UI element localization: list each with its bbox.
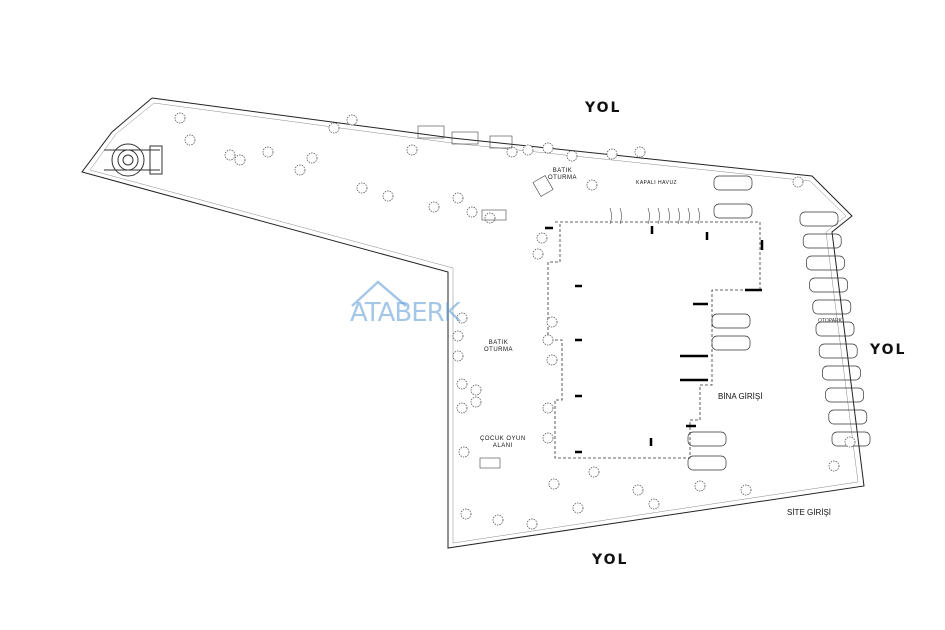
tree-symbol	[484, 212, 496, 224]
road-label-right: YOL	[870, 342, 907, 358]
car-symbol	[818, 343, 858, 359]
tree-symbol	[466, 206, 478, 218]
tree-symbol	[566, 150, 578, 162]
wall-segments	[545, 226, 764, 454]
entrance-roundabout	[104, 143, 163, 177]
house-icon	[351, 280, 407, 307]
tree-symbol	[632, 484, 644, 496]
tree-symbol	[328, 122, 340, 134]
tree-symbol	[470, 384, 482, 396]
tree-symbol	[458, 446, 470, 458]
tree-symbol	[586, 179, 598, 191]
tree-symbol	[456, 378, 468, 390]
tree-symbol	[526, 518, 538, 530]
landscape-trees	[174, 112, 856, 530]
seating-left-label: BATIK OTURMA	[484, 340, 513, 354]
site-boundary	[81, 97, 865, 549]
tree-symbol	[456, 402, 468, 414]
playground-label-line1: ÇOCUK OYUN	[480, 436, 526, 442]
car-symbol	[687, 431, 727, 447]
tree-symbol	[542, 432, 554, 444]
car-symbol	[828, 409, 868, 425]
tree-symbol	[542, 142, 554, 154]
tree-symbol	[522, 144, 534, 156]
tree-symbol	[406, 144, 418, 156]
tree-symbol	[456, 312, 468, 324]
tree-symbol	[844, 436, 856, 448]
tree-symbol	[572, 502, 584, 514]
seating-left-label-line1: BATIK	[488, 340, 509, 346]
tree-symbol	[452, 330, 464, 342]
site-entrance-label: SİTE GİRİŞİ	[787, 508, 832, 517]
building-entrance-label: BİNA GİRİŞİ	[718, 392, 763, 401]
pool-loungers	[609, 207, 700, 225]
parking-small-label: OTOPARK	[818, 318, 842, 324]
seating-top-label-line2: OTURMA	[548, 175, 577, 181]
car-symbol	[687, 455, 727, 471]
tree-symbol	[224, 149, 236, 161]
car-symbol	[812, 299, 852, 315]
tree-symbol	[492, 514, 504, 526]
tree-symbol	[356, 182, 368, 194]
car-symbol	[809, 277, 848, 293]
tree-symbol	[506, 146, 518, 158]
car-symbol	[802, 233, 842, 249]
tree-symbol	[542, 334, 554, 346]
tree-symbol	[634, 146, 646, 158]
tree-symbol	[792, 176, 804, 188]
watermark-text: ATABERK	[350, 298, 461, 328]
seating-top-label-line1: BATIK	[552, 168, 573, 174]
building-footprint	[547, 221, 761, 459]
tree-symbol	[588, 466, 600, 478]
tree-symbol	[346, 114, 358, 126]
car-symbol	[713, 203, 753, 219]
tree-symbol	[382, 190, 394, 202]
car-symbol	[711, 335, 751, 351]
tree-symbol	[174, 112, 186, 124]
car-symbol	[806, 255, 845, 271]
tree-symbol	[536, 232, 548, 244]
playground-label-line2: ALANI	[492, 443, 513, 449]
seating-left-label-line2: OTURMA	[484, 347, 513, 353]
tree-symbol	[306, 152, 318, 164]
tree-symbol	[542, 402, 554, 414]
tree-symbol	[548, 478, 560, 490]
tree-symbol	[606, 148, 618, 160]
tree-symbol	[262, 146, 274, 158]
tree-symbol	[184, 134, 196, 146]
car-symbol	[825, 387, 864, 403]
tree-symbol	[532, 248, 544, 260]
tree-symbol	[546, 316, 558, 328]
tree-symbol	[234, 154, 246, 166]
tree-symbol	[648, 498, 660, 510]
tree-symbol	[452, 350, 464, 362]
tree-symbol	[828, 460, 840, 472]
tree-symbol	[428, 201, 440, 213]
car-symbol	[822, 365, 861, 381]
tree-symbol	[740, 484, 752, 496]
watermark-logo: ATABERK	[350, 278, 485, 328]
car-symbol	[713, 175, 753, 191]
tree-symbol	[470, 396, 482, 408]
tree-symbol	[546, 354, 558, 366]
parking-spaces	[687, 175, 871, 471]
pergola-units	[417, 125, 554, 469]
tree-symbol	[694, 480, 706, 492]
car-symbol	[711, 313, 751, 329]
car-symbol	[799, 211, 839, 227]
tree-symbol	[294, 164, 306, 176]
car-symbol	[815, 321, 855, 337]
tree-symbol	[460, 508, 472, 520]
road-label-bottom: YOL	[592, 552, 629, 568]
seating-top-label: BATIK OTURMA	[548, 168, 577, 182]
tree-symbol	[452, 192, 464, 204]
covered-pool-label: KAPALI HAVUZ	[636, 180, 678, 186]
road-label-top: YOL	[585, 100, 622, 116]
playground-label: ÇOCUK OYUN ALANI	[480, 436, 526, 450]
